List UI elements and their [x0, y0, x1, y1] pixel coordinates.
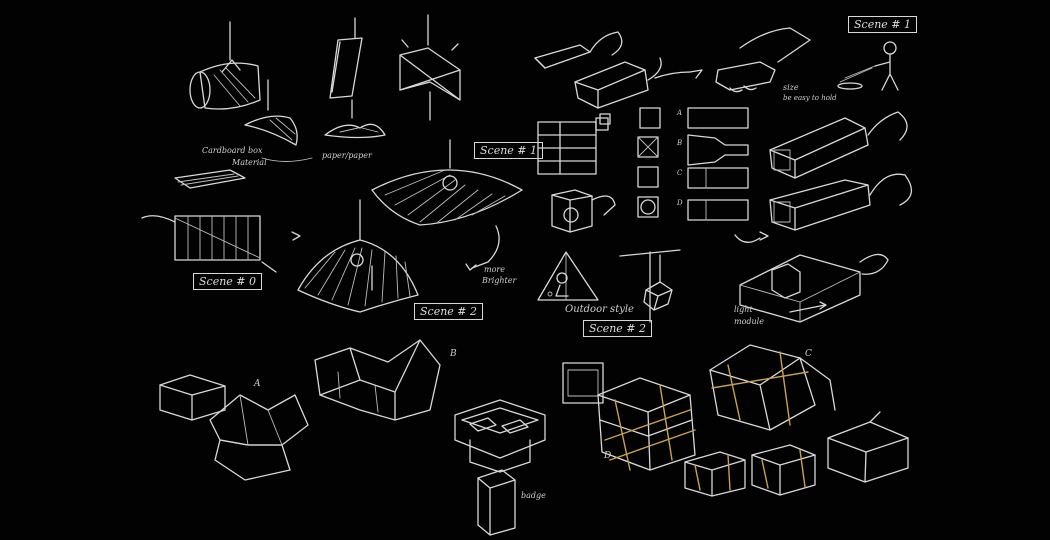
option-c-label: C	[805, 349, 812, 359]
closed-box-sketch	[159, 374, 226, 421]
drawer-stack-sketch	[537, 113, 611, 175]
cardboard-strip-sketch	[174, 169, 246, 189]
note-badge: badge	[521, 491, 546, 500]
note-size: size	[783, 83, 799, 92]
open-box-a-sketch	[209, 394, 309, 481]
small-c-label: C	[677, 169, 683, 177]
scene-label-1-right: Scene # 1	[848, 16, 918, 33]
window-frame-sketch	[562, 362, 604, 404]
open-box-b-sketch	[314, 339, 441, 421]
hanging-x-sketch	[399, 14, 461, 101]
small-a-label: A	[677, 109, 683, 117]
note-outdoor-style: Outdoor style	[565, 304, 634, 315]
small-b-label: B	[677, 139, 683, 147]
note-easy-hold: be easy to hold	[783, 94, 837, 102]
post-hanging-box-sketch	[619, 249, 681, 323]
taped-box-c-sketch	[709, 344, 836, 431]
light-module-sketch	[739, 253, 889, 323]
small-box-1-sketch	[684, 451, 746, 497]
hand-holding-sketch	[654, 27, 811, 93]
scene-label-1-left: Scene # 1	[474, 142, 544, 159]
scene-label-2-left: Scene # 2	[414, 303, 484, 320]
hanging-tube-sketch	[189, 21, 261, 110]
note-material: Material	[232, 158, 267, 167]
option-frames-sketch	[637, 107, 661, 218]
note-paper: paper/paper	[322, 151, 372, 160]
small-box-2-sketch	[751, 444, 816, 496]
small-d-label: D	[677, 199, 683, 207]
note-light: light	[734, 305, 753, 314]
scene-label-2-right: Scene # 2	[583, 320, 653, 337]
lamp-top-sketch	[371, 139, 523, 271]
hex-light-sketch	[574, 57, 662, 109]
tent-sketch	[537, 251, 599, 301]
hanging-leaf-sketch	[244, 79, 298, 146]
badge-sleeve-sketch	[477, 469, 516, 536]
small-box-3-sketch	[827, 411, 909, 483]
box-cord-sketch	[534, 31, 623, 69]
scene0-panel-sketch	[141, 215, 301, 273]
note-module: module	[734, 317, 764, 326]
tray-insert-sketch	[454, 399, 546, 473]
option-d-label: D	[604, 451, 612, 461]
note-more: more	[484, 265, 505, 274]
option-a-label: A	[254, 379, 261, 389]
tube-lamp-2-sketch	[734, 173, 912, 243]
paper-pair-sketch	[324, 99, 386, 139]
note-cardboard: Cardboard box	[202, 146, 263, 155]
cube-sketch	[551, 189, 616, 233]
hanging-flat-sketch	[329, 17, 363, 99]
taped-box-large-sketch	[597, 377, 696, 471]
note-brighter: Brighter	[482, 276, 517, 285]
stick-figure-sketch	[837, 41, 899, 91]
option-shades-sketch	[687, 107, 749, 221]
scene-label-0: Scene # 0	[193, 273, 263, 290]
option-b-label: B	[450, 349, 457, 359]
tube-lamp-1-sketch	[769, 111, 908, 179]
lamp-bottom-sketch	[297, 199, 419, 313]
